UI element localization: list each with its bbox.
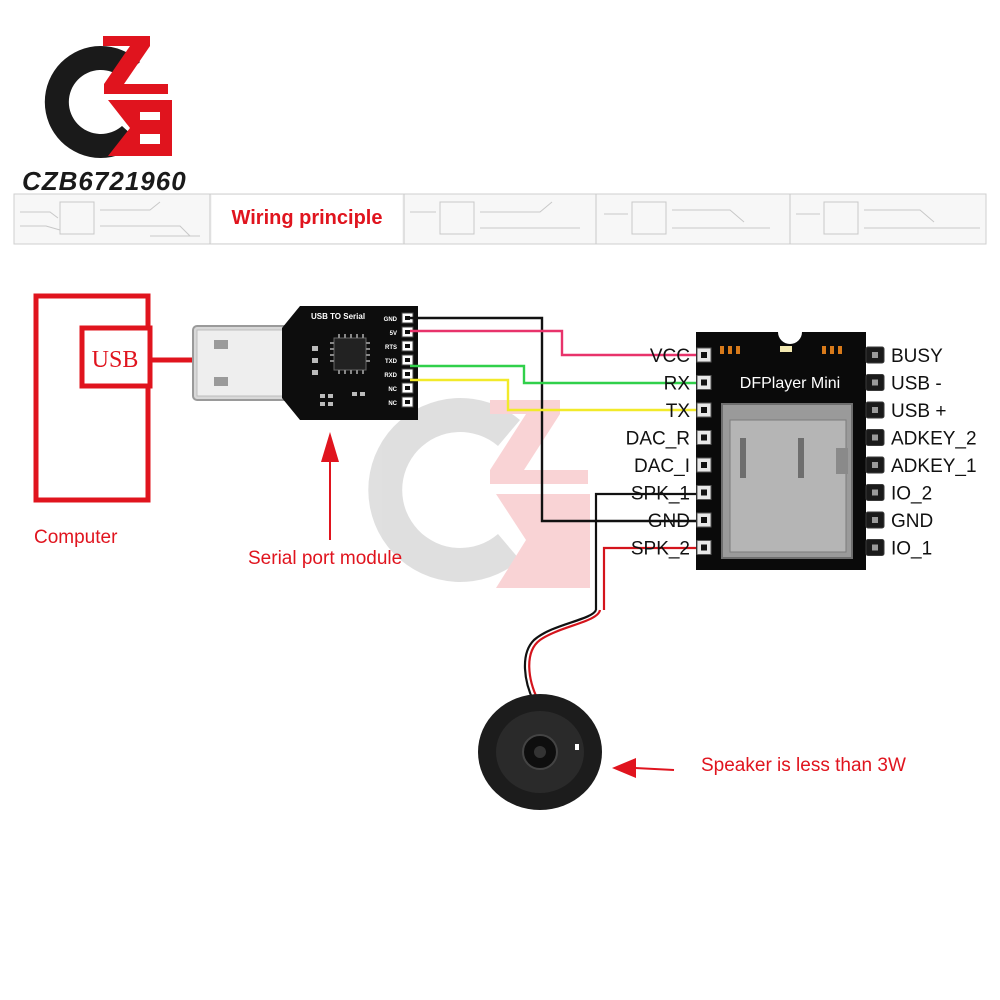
serial-pin-label: NC [388, 401, 397, 407]
banner-strip: Wiring principle [13, 193, 987, 245]
usb-port-box [79, 325, 153, 389]
dfplayer-left-pin-label: VCC [650, 346, 690, 367]
wire-speaker-lead-red [528, 609, 602, 701]
serial-pin: NC [388, 382, 414, 394]
serial-pin-label: RXD [384, 373, 397, 379]
wire-speaker-lead-black [523, 609, 598, 703]
speaker-arrow-head [612, 758, 636, 778]
usb-port-label: USB [92, 347, 139, 373]
dfplayer-right-pin-label: BUSY [891, 346, 943, 367]
wire-speaker-2 [602, 546, 700, 610]
dfplayer-board: DFPlayer Mini [696, 332, 885, 570]
wire-tx [410, 378, 700, 412]
speaker-caption-group: Speaker is less than 3W [612, 755, 906, 778]
serial-caption-group: Serial port module [248, 432, 402, 569]
serial-board-title: USB TO Serial [311, 312, 365, 321]
dfplayer-right-pin-label: IO_2 [891, 484, 932, 505]
computer-label: Computer [34, 527, 118, 548]
logo-b-shape [108, 100, 172, 156]
dfplayer-right-pin-label: USB - [891, 374, 942, 395]
dfplayer-right-pin-label: USB + [891, 401, 946, 422]
serial-pin-label: GND [384, 317, 398, 323]
speaker [478, 694, 602, 810]
computer-box: USB Computer [33, 293, 153, 548]
dfplayer-left-pin-label: TX [666, 401, 691, 422]
serial-pin-label: 5V [390, 331, 397, 337]
serial-pin: NC [388, 396, 414, 408]
serial-pin-label: NC [388, 387, 397, 393]
dfplayer-left-pin-label: DAC_R [626, 429, 690, 450]
serial-module-caption: Serial port module [248, 548, 402, 569]
logo-z-shape [103, 36, 168, 94]
computer-outline [33, 293, 151, 503]
serial-pin: TXD [385, 354, 414, 366]
dfplayer-left-pin-header [696, 347, 712, 555]
dfplayer-left-pin-label: SPK_1 [631, 484, 690, 505]
dfplayer-title: DFPlayer Mini [740, 375, 840, 392]
dfplayer-left-pin-label: GND [648, 511, 690, 532]
wire-gnd [410, 316, 700, 523]
dfplayer-right-pin-label: ADKEY_1 [891, 456, 977, 477]
dfplayer-right-pin-label: ADKEY_2 [891, 429, 977, 450]
dfplayer-right-pin-label: GND [891, 511, 933, 532]
dfplayer-right-pin-label: IO_1 [891, 539, 932, 560]
speaker-arrow-shaft [633, 767, 675, 771]
speaker-caption: Speaker is less than 3W [701, 755, 906, 776]
wires [410, 316, 700, 703]
usb-plug [192, 325, 310, 401]
dfplayer-left-pin-label: SPK_2 [631, 539, 690, 560]
logo-c-shape [44, 46, 140, 159]
wire-speaker-1 [594, 492, 700, 610]
serial-arrow-head [321, 432, 339, 462]
serial-pin: RTS [385, 340, 414, 352]
serial-chip [333, 337, 367, 371]
brand-logo: CZB6721960 [22, 36, 187, 196]
banner-title: Wiring principle [232, 207, 383, 229]
wire-vcc [410, 329, 700, 357]
wire-rx [410, 364, 700, 385]
serial-module-board: USB TO Serial GND 5V RTS TXD RXD NC NC [282, 306, 418, 420]
logo-text: CZB6721960 [22, 166, 187, 196]
dfplayer-left-pin-label: RX [664, 374, 691, 395]
serial-pin-header: GND 5V RTS TXD RXD NC NC [384, 312, 414, 408]
dfplayer-left-pin-label: DAC_I [634, 456, 690, 477]
dfplayer-right-pin-header [865, 346, 885, 556]
serial-pin: RXD [384, 368, 414, 380]
serial-pin-label: TXD [385, 359, 398, 365]
usb-plug-contact [214, 377, 228, 386]
logo-b-cutout [140, 112, 160, 144]
banner-title-box [212, 195, 402, 243]
serial-pin-label: RTS [385, 345, 397, 351]
circuit-pattern [20, 194, 980, 244]
usb-plug-contact [214, 340, 228, 349]
watermark-logo [368, 398, 590, 588]
